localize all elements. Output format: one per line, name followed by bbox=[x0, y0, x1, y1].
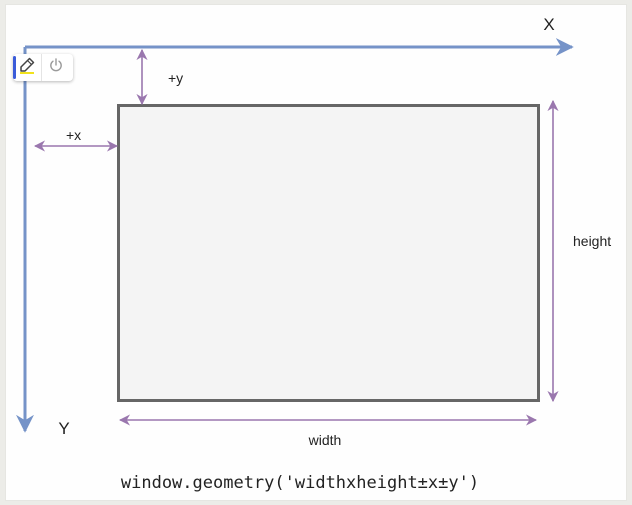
power-button[interactable] bbox=[41, 54, 70, 81]
width-label: width bbox=[308, 432, 342, 448]
highlighter-pen-button[interactable] bbox=[13, 54, 41, 81]
x-axis-label: X bbox=[543, 15, 554, 34]
height-label: height bbox=[573, 233, 611, 249]
geometry-caption: window.geometry('widthxheight±x±y') bbox=[121, 473, 479, 493]
offset-x-label: +x bbox=[66, 127, 81, 143]
power-icon bbox=[48, 57, 64, 78]
y-axis-label: Y bbox=[58, 419, 69, 438]
annotation-toolbar bbox=[13, 54, 73, 81]
offset-y-label: +y bbox=[168, 70, 183, 86]
toolbar-accent-bar bbox=[13, 56, 16, 79]
pen-icon bbox=[18, 56, 36, 79]
window-rectangle bbox=[117, 104, 540, 402]
